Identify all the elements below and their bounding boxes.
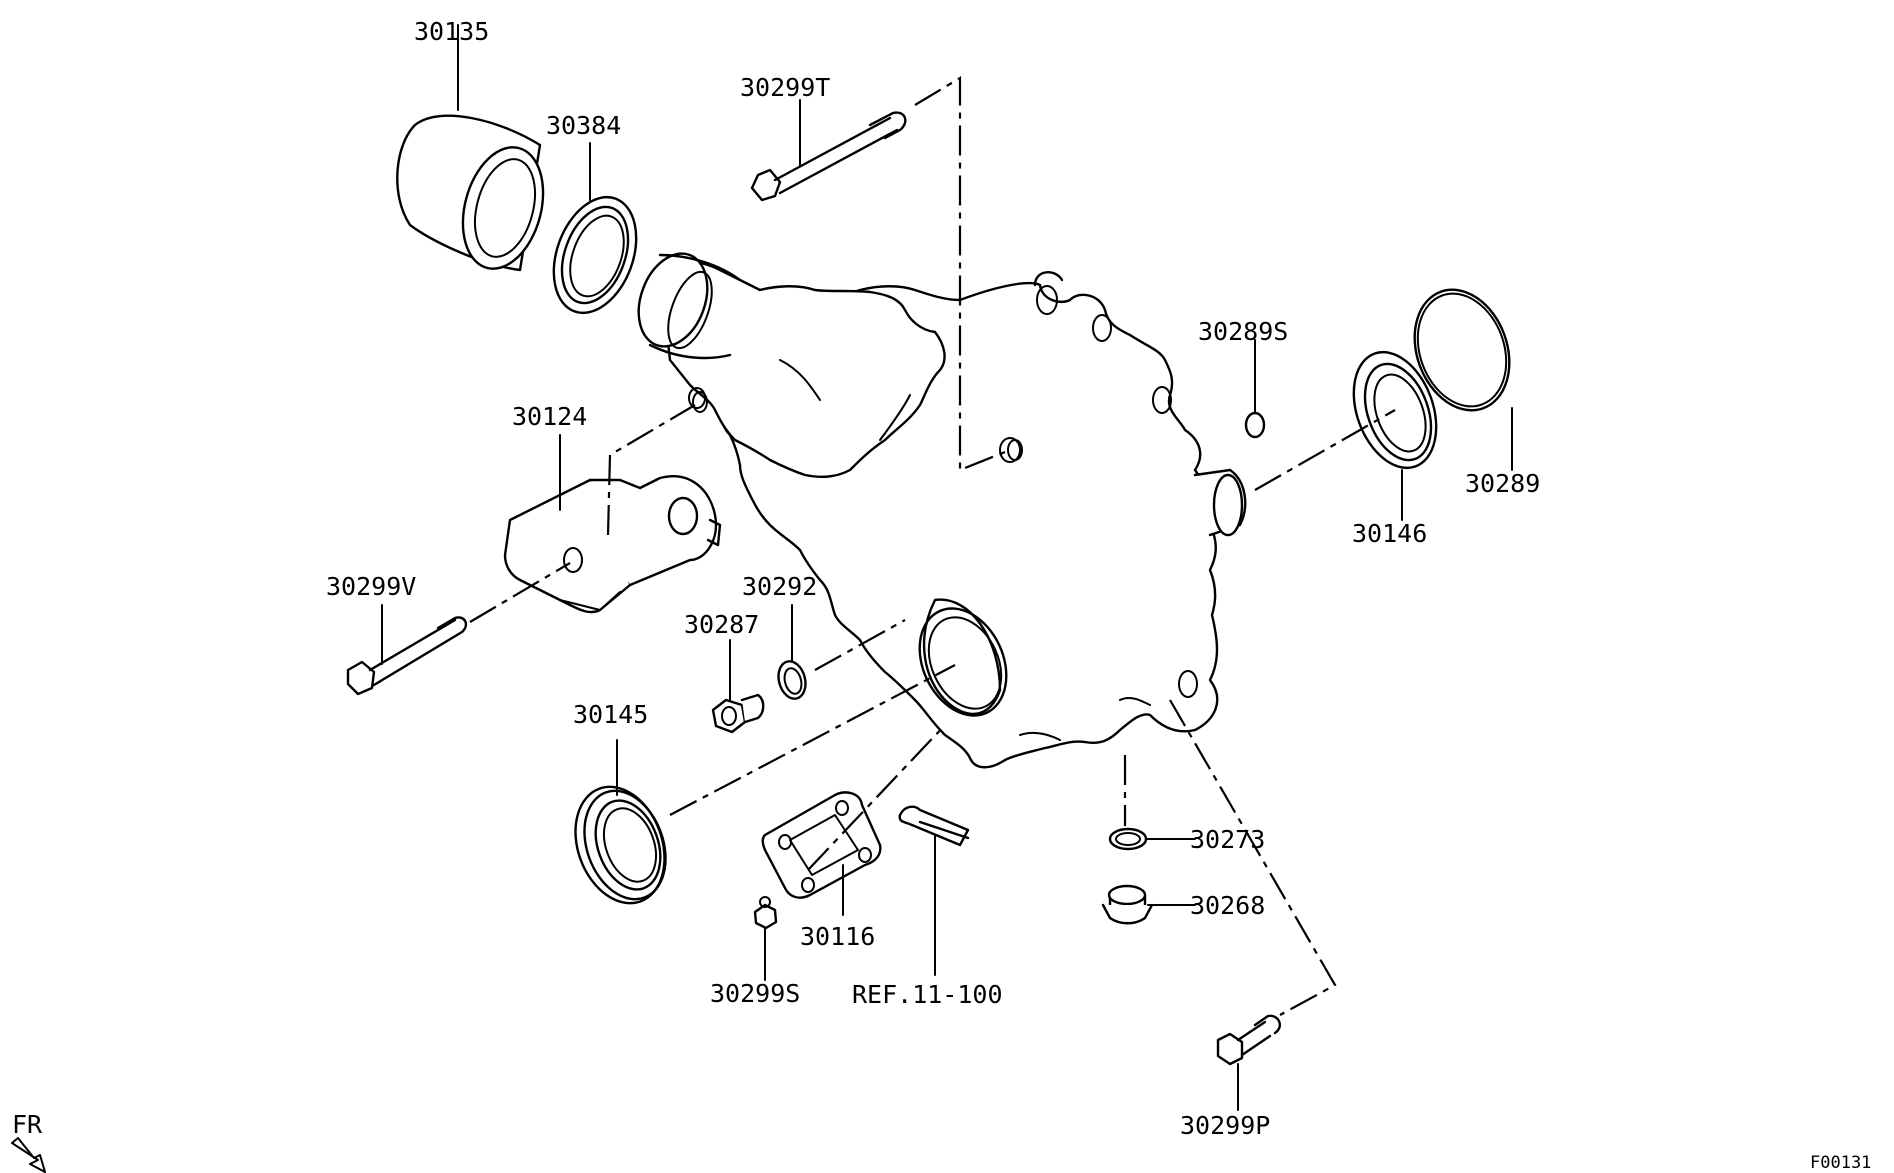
part-30135-sleeve [396, 24, 545, 272]
label-30384: 30384 [546, 111, 621, 140]
label-30273: 30273 [1190, 825, 1265, 854]
ref-11-100-part [898, 805, 970, 976]
label-30145: 30145 [573, 700, 648, 729]
label-30299V: 30299V [326, 572, 416, 601]
part-30299P-bolt [1169, 699, 1337, 1111]
label-30287: 30287 [684, 610, 759, 639]
label-30289: 30289 [1465, 469, 1540, 498]
part-labels: 30135 30384 30299T 30289S 30124 30289 30… [12, 17, 1871, 1173]
part-30273-gasket [1108, 755, 1196, 851]
front-arrow-icon [11, 1137, 46, 1173]
label-30289S: 30289S [1198, 317, 1288, 346]
label-30124: 30124 [512, 402, 587, 431]
label-ref-11-100: REF.11-100 [852, 980, 1003, 1009]
label-30135: 30135 [414, 17, 489, 46]
part-30124-bracket [503, 391, 722, 614]
label-30116: 30116 [800, 922, 875, 951]
label-30292: 30292 [742, 572, 817, 601]
label-fr: FR [12, 1110, 43, 1139]
part-30268-plug [1101, 884, 1196, 925]
label-30299S: 30299S [710, 979, 800, 1008]
part-30299T-bolt [750, 76, 1023, 472]
label-30299T: 30299T [740, 73, 830, 102]
part-30287-plug [711, 639, 765, 734]
part-30145-seal [574, 664, 956, 905]
label-30146: 30146 [1352, 519, 1427, 548]
figure-code: F00131 [1810, 1153, 1871, 1173]
part-30299S-bolt [753, 896, 778, 981]
label-30299P: 30299P [1180, 1111, 1270, 1140]
part-30384-seal [552, 142, 638, 315]
part-30146-seal [1254, 350, 1438, 521]
part-30299V-bolt [346, 562, 571, 696]
transfer-case-housing [637, 252, 1247, 769]
part-30289S-oring [1244, 339, 1266, 439]
label-30268: 30268 [1190, 891, 1265, 920]
part-30116-plate [761, 724, 946, 916]
part-30292-washer [777, 604, 906, 700]
part-30289-oring [1413, 288, 1513, 471]
